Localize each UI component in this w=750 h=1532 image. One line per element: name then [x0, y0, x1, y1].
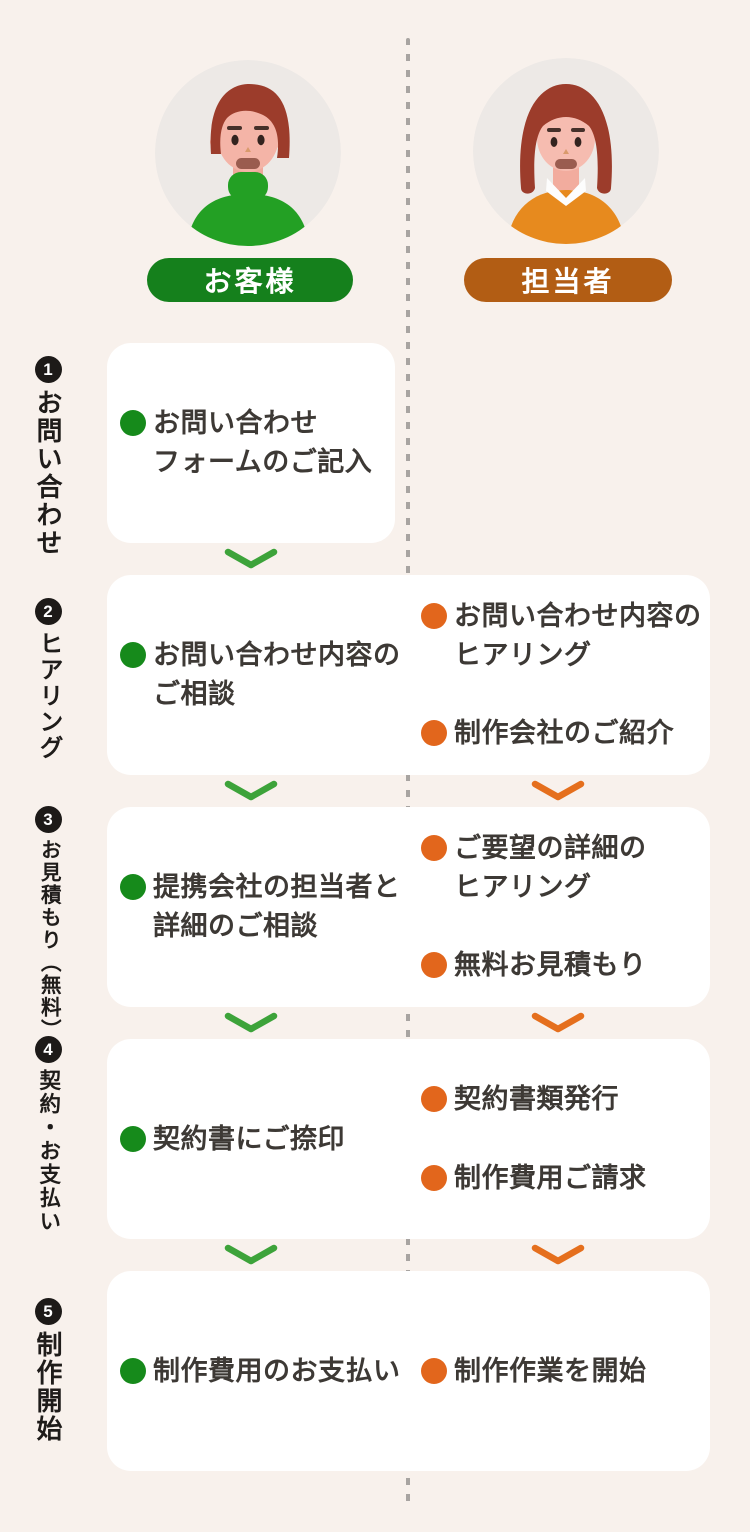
step-item-text: 提携会社の担当者と 詳細のご相談 — [153, 872, 401, 941]
step-item: 制作費用ご請求 — [421, 1159, 704, 1198]
step-item: 制作会社のご紹介 — [421, 714, 704, 753]
bullet-dot-icon — [421, 720, 447, 747]
down-chevron-icon — [224, 548, 278, 570]
step-card: お問い合わせ フォームのご記入 — [107, 343, 395, 543]
staff-column: お問い合わせ内容の ヒアリング制作会社のご紹介 — [408, 575, 710, 775]
arrow-zone — [0, 543, 750, 575]
staff-avatar-icon — [473, 58, 659, 244]
step-item-text: お問い合わせ内容の ご相談 — [153, 640, 401, 709]
step-label-text: 制作開始 — [33, 1331, 63, 1443]
arrow-zone — [0, 775, 750, 807]
down-chevron-icon — [531, 780, 585, 802]
step-item: 契約書にご捺印 — [120, 1120, 402, 1159]
step-card: お問い合わせ内容の ご相談お問い合わせ内容の ヒアリング制作会社のご紹介 — [107, 575, 710, 775]
step-item-text: 契約書類発行 — [454, 1084, 619, 1115]
step-item: 制作費用のお支払い — [120, 1352, 402, 1391]
staff-column: 制作作業を開始 — [408, 1271, 710, 1471]
customer-column: 提携会社の担当者と 詳細のご相談 — [107, 807, 408, 1007]
bullet-dot-icon — [421, 952, 447, 979]
staff-column: ご要望の詳細の ヒアリング無料お見積もり — [408, 807, 710, 1007]
arrow-zone — [0, 1007, 750, 1039]
customer-avatar-icon — [155, 60, 341, 246]
staff-column: 契約書類発行制作費用ご請求 — [408, 1039, 710, 1239]
down-chevron-icon — [224, 1244, 278, 1266]
step-item: 契約書類発行 — [421, 1080, 704, 1119]
step-label: 4 契約・お支払い — [28, 1036, 68, 1234]
step-item-text: 制作費用ご請求 — [454, 1163, 647, 1193]
step-label: 5 制作開始 — [28, 1298, 68, 1443]
bullet-dot-icon — [120, 1357, 146, 1384]
bullet-dot-icon — [120, 410, 146, 437]
step-label: 3 お見積もり（無料） — [28, 806, 68, 1042]
customer-column: 制作費用のお支払い — [107, 1271, 408, 1471]
bullet-dot-icon — [120, 874, 146, 901]
step-item-text: 制作作業を開始 — [454, 1355, 647, 1386]
step-item: お問い合わせ内容の ヒアリング — [421, 597, 704, 674]
step-item-text: 制作会社のご紹介 — [454, 718, 674, 749]
steps-rows: お問い合わせ フォームのご記入お問い合わせ内容の ご相談お問い合わせ内容の ヒア… — [0, 343, 750, 1471]
step-number-badge: 1 — [34, 356, 62, 383]
down-chevron-icon — [224, 780, 278, 802]
down-chevron-icon — [531, 1012, 585, 1034]
bullet-dot-icon — [120, 1125, 146, 1152]
step-item: 無料お見積もり — [421, 946, 704, 985]
step-number-badge: 3 — [34, 806, 62, 833]
bullet-dot-icon — [421, 1357, 447, 1384]
customer-role-badge: お客様 — [147, 258, 353, 302]
customer-column: 契約書にご捺印 — [107, 1039, 408, 1239]
bullet-dot-icon — [421, 1086, 447, 1113]
step-item-text: お問い合わせ内容の ヒアリング — [454, 601, 702, 670]
step-label-text: ヒアリング — [35, 631, 62, 761]
step-label-text: 契約・お支払い — [36, 1069, 61, 1234]
arrow-zone — [0, 1239, 750, 1271]
bullet-dot-icon — [421, 835, 447, 862]
down-chevron-icon — [224, 1012, 278, 1034]
down-chevron-icon — [531, 1244, 585, 1266]
step-number-badge: 5 — [34, 1298, 62, 1325]
step-item-text: 制作費用のお支払い — [153, 1355, 401, 1386]
step-label: 2 ヒアリング — [28, 598, 68, 761]
customer-column: お問い合わせ内容の ご相談 — [107, 575, 408, 775]
step-card: 契約書にご捺印 契約書類発行制作費用ご請求 — [107, 1039, 710, 1239]
step-number-badge: 4 — [34, 1036, 62, 1063]
step-card: 制作費用のお支払い 制作作業を開始 — [107, 1271, 710, 1471]
bullet-dot-icon — [421, 1165, 447, 1191]
step-item-text: 契約書にご捺印 — [153, 1123, 345, 1154]
step-item: 制作作業を開始 — [421, 1352, 704, 1391]
staff-role-badge: 担当者 — [464, 258, 672, 302]
step-item: 提携会社の担当者と 詳細のご相談 — [120, 868, 402, 945]
step-item-text: 無料お見積もり — [454, 950, 647, 981]
step-label: 1 お問い合わせ — [28, 356, 68, 557]
step-card: 提携会社の担当者と 詳細のご相談ご要望の詳細の ヒアリング無料お見積もり — [107, 807, 710, 1007]
step-item-text: お問い合わせ フォームのご記入 — [153, 408, 373, 477]
step-item: ご要望の詳細の ヒアリング — [421, 829, 704, 906]
bullet-dot-icon — [421, 603, 447, 630]
bullet-dot-icon — [120, 642, 146, 669]
customer-column: お問い合わせ フォームのご記入 — [107, 343, 395, 543]
step-item-text: ご要望の詳細の ヒアリング — [454, 833, 647, 902]
step-label-text: お見積もり（無料） — [37, 839, 61, 1042]
step-item: お問い合わせ内容の ご相談 — [120, 636, 402, 713]
step-item: お問い合わせ フォームのご記入 — [120, 404, 389, 481]
step-label-text: お問い合わせ — [33, 389, 63, 557]
step-number-badge: 2 — [34, 598, 62, 625]
